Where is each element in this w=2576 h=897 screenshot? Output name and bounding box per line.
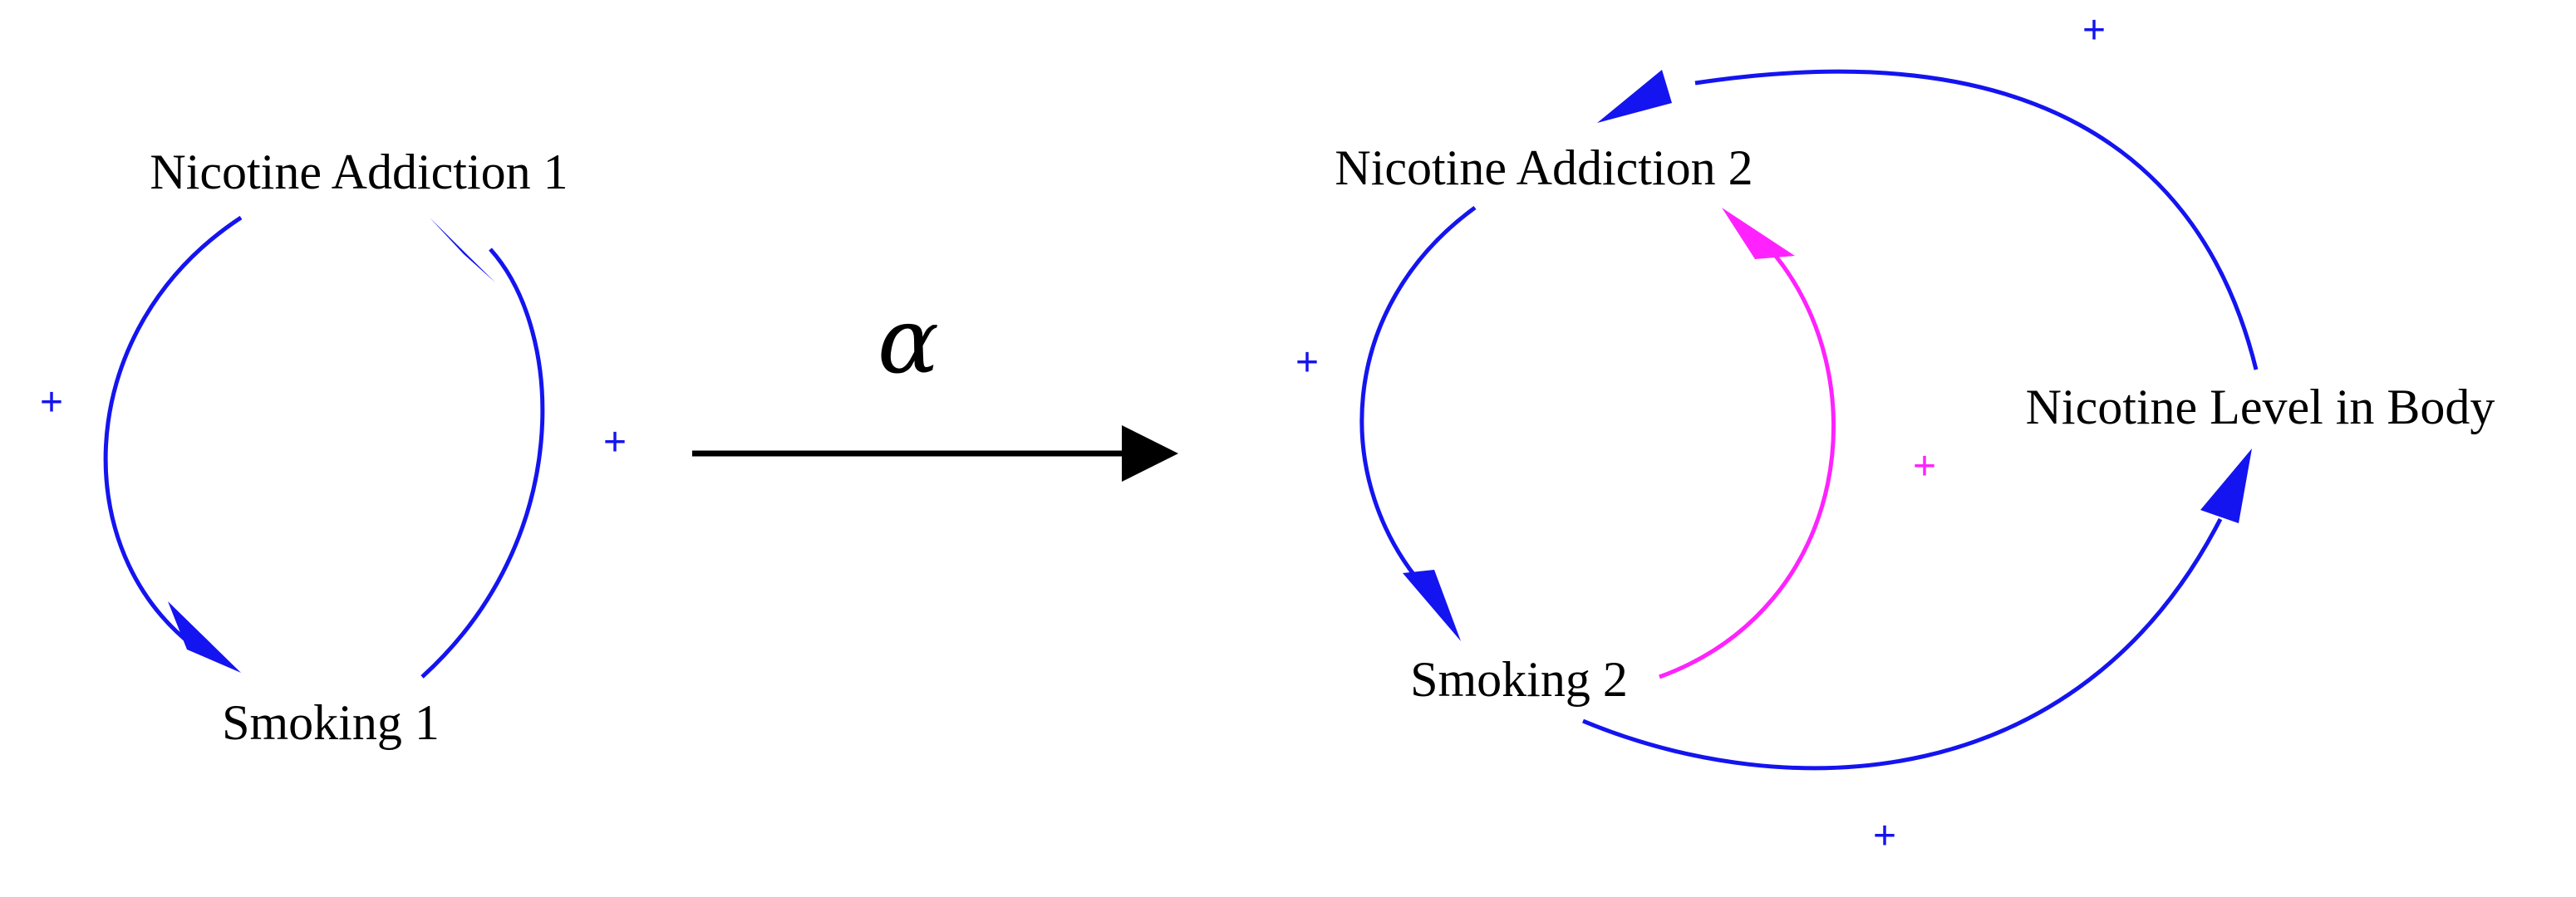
polarity-smoking2-to-addiction2: + bbox=[1913, 444, 1936, 488]
transform-arrow-group: α bbox=[692, 287, 1178, 482]
transform-arrowhead bbox=[1122, 425, 1178, 482]
node-smoking-2: Smoking 2 bbox=[1410, 652, 1628, 707]
node-nicotine-addiction-2: Nicotine Addiction 2 bbox=[1335, 140, 1753, 195]
node-nicotine-level-in-body: Nicotine Level in Body bbox=[2026, 380, 2495, 434]
link-addiction1-to-smoking1 bbox=[103, 215, 243, 659]
polarity-addiction1-to-smoking1: + bbox=[40, 380, 63, 424]
node-nicotine-addiction-1: Nicotine Addiction 1 bbox=[150, 145, 568, 199]
link-nicotine-level-to-addiction2 bbox=[1694, 69, 2259, 370]
right-causal-loop: Nicotine Addiction 2 Smoking 2 Nicotine … bbox=[1295, 8, 2495, 858]
alpha-symbol: α bbox=[878, 287, 939, 394]
link-smoking2-to-nicotine-level bbox=[1582, 517, 2223, 771]
link-smoking2-to-addiction2 bbox=[1659, 248, 1836, 679]
left-causal-loop: Nicotine Addiction 1 Smoking 1 + + bbox=[40, 145, 627, 750]
arrowhead-nicotine-level-to-addiction2 bbox=[1597, 70, 1672, 123]
link-smoking1-to-addiction1 bbox=[420, 248, 545, 679]
polarity-smoking1-to-addiction1: + bbox=[603, 420, 627, 464]
polarity-smoking2-to-nicotine-level: + bbox=[1873, 814, 1896, 858]
link-addiction2-to-smoking2 bbox=[1359, 205, 1477, 593]
arrowhead-smoking2-to-nicotine-level bbox=[2200, 448, 2252, 523]
node-smoking-1: Smoking 1 bbox=[222, 695, 440, 750]
arrowhead-addiction1-to-smoking1 bbox=[168, 601, 241, 673]
arrowhead-addiction2-to-smoking2 bbox=[1403, 570, 1461, 641]
polarity-nicotine-level-to-addiction2: + bbox=[2082, 8, 2106, 52]
polarity-addiction2-to-smoking2: + bbox=[1295, 341, 1319, 385]
arrowhead-smoking2-to-addiction2 bbox=[1722, 208, 1795, 259]
arrowhead-smoking1-to-addiction1 bbox=[430, 218, 495, 282]
